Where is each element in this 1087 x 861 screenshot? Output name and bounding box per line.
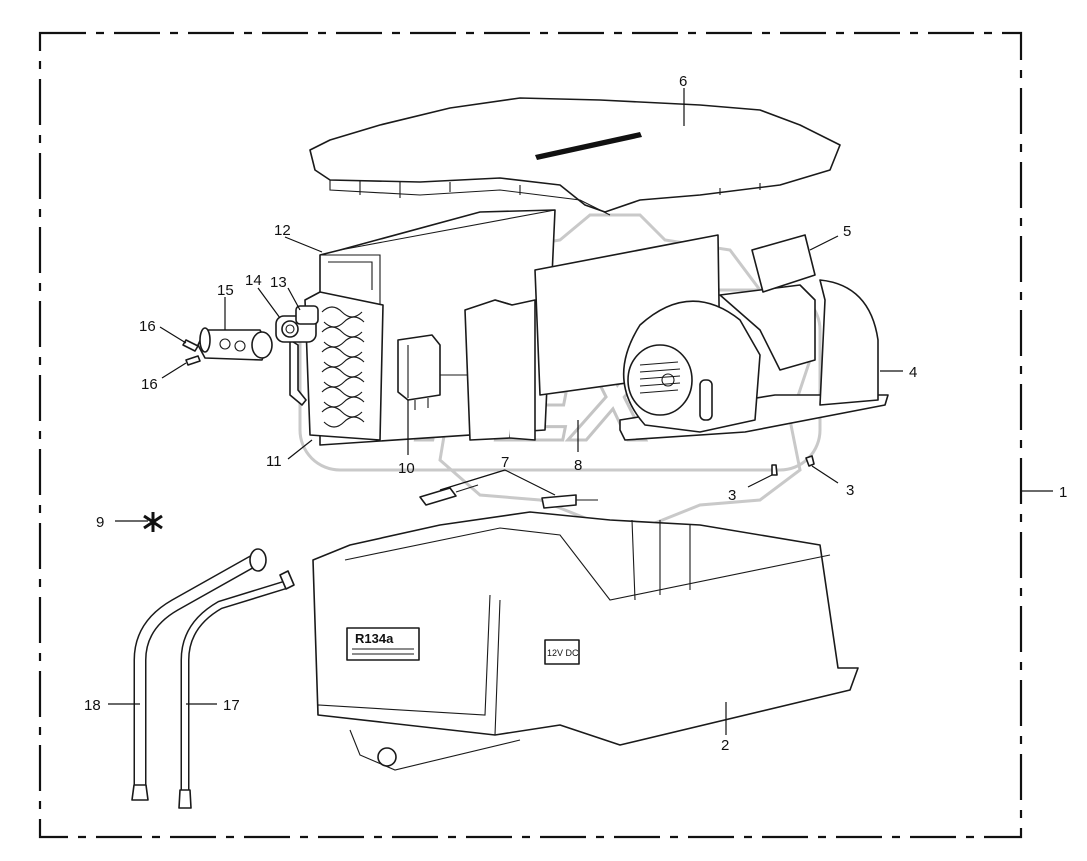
base-tray: R134a 12V DC	[312, 511, 859, 771]
fittings	[275, 305, 319, 343]
voltage-label: 12V DC	[547, 648, 579, 658]
evaporator-core	[289, 291, 384, 441]
callout-12: 12	[274, 222, 291, 239]
thermostat-switch	[397, 334, 470, 410]
top-cover	[309, 97, 841, 216]
callout-15: 15	[217, 282, 234, 299]
callout-18: 18	[84, 697, 101, 714]
mounting-screws	[771, 455, 815, 476]
callout-5: 5	[843, 223, 851, 240]
callout-11: 11	[266, 453, 282, 470]
callout-10: 10	[398, 460, 415, 477]
leader-lines	[108, 88, 1053, 735]
callout-4: 4	[909, 364, 917, 381]
asterisk-marker	[143, 512, 163, 532]
callout-3-right: 3	[846, 482, 854, 499]
callout-14: 14	[245, 272, 262, 289]
callout-17: 17	[223, 697, 240, 714]
callout-3-left: 3	[728, 487, 736, 504]
blower-motor-cover	[751, 234, 816, 293]
refrigerant-hoses	[131, 548, 295, 809]
callout-2: 2	[721, 737, 729, 754]
callout-8: 8	[574, 457, 582, 474]
callout-1: 1	[1059, 484, 1067, 501]
callout-7: 7	[501, 454, 509, 471]
blower-assembly	[619, 279, 889, 441]
valve-screws	[182, 339, 201, 366]
callout-13: 13	[270, 274, 287, 291]
callout-16-bottom: 16	[141, 376, 158, 393]
cable-connectors	[419, 484, 598, 509]
assembly-frame	[38, 31, 1023, 839]
callout-6: 6	[679, 73, 687, 90]
expansion-valve	[197, 327, 273, 361]
callout-16-top: 16	[139, 318, 156, 335]
callout-9: 9	[96, 514, 104, 531]
refrigerant-label: R134a	[355, 631, 394, 646]
callout-numbers: 1 2 3 3 4 5 6 7 8 9 10 11 12 13 14 15 16…	[84, 73, 1067, 754]
